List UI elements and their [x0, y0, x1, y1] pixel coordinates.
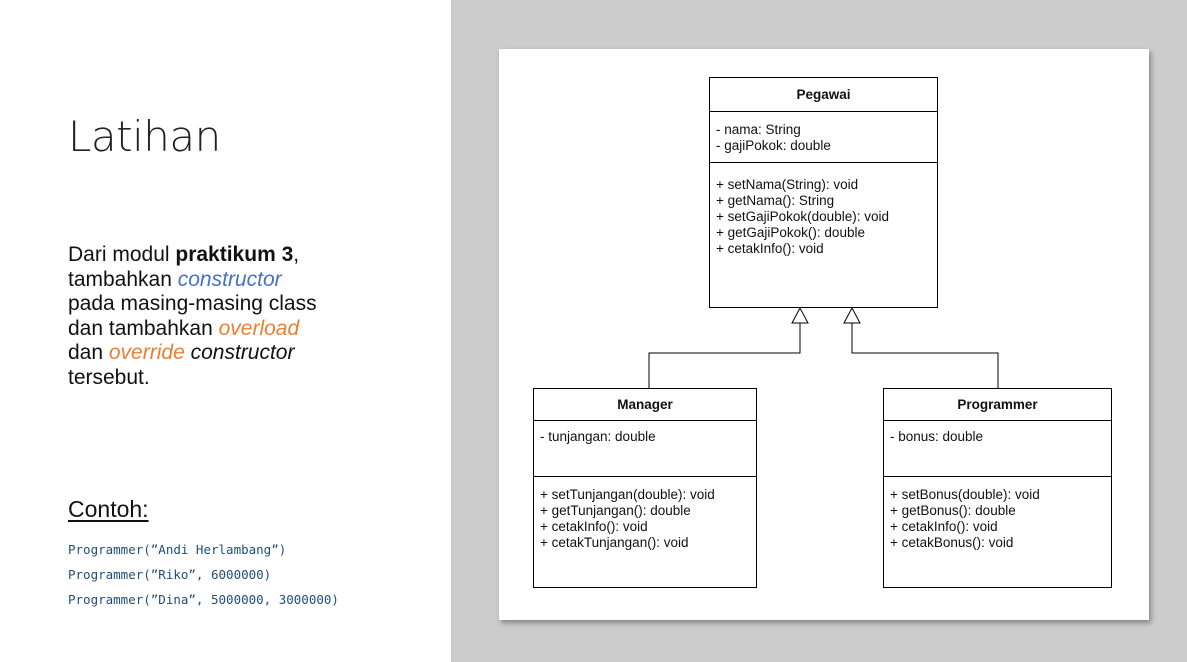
operation: + getTunjangan(): double	[540, 503, 691, 518]
class-attributes: - tunjangan: double	[534, 421, 756, 477]
example-heading: Contoh:	[68, 496, 149, 522]
operation: + setTunjangan(double): void	[540, 487, 715, 502]
class-name: Programmer	[884, 389, 1111, 421]
para-keyword-overload: overload	[218, 316, 300, 340]
attribute: - gajiPokok: double	[716, 138, 831, 153]
operation: + cetakInfo(): void	[716, 241, 824, 256]
operation: + getGajiPokok(): double	[716, 225, 865, 240]
para-text: dan tambahkan	[68, 316, 219, 340]
para-text: tersebut.	[68, 365, 150, 389]
para-keyword-constructor-2: constructor	[184, 341, 295, 364]
operation: + setGajiPokok(double): void	[716, 209, 889, 224]
para-bold-module: praktikum 3	[175, 243, 294, 266]
class-operations: + setNama(String): void + getNama(): Str…	[710, 163, 937, 260]
attribute: - tunjangan: double	[540, 429, 656, 444]
programmer-inherit-line	[851, 323, 999, 388]
class-name: Pegawai	[710, 78, 937, 112]
operation: + cetakInfo(): void	[890, 519, 998, 534]
attribute: - nama: String	[716, 122, 801, 137]
slide-title: Latihan	[68, 112, 221, 161]
operation: + cetakTunjangan(): void	[540, 535, 689, 550]
manager-inherit-line	[648, 323, 801, 388]
para-text: pada masing-masing class	[68, 292, 317, 315]
operation: + setNama(String): void	[716, 177, 859, 192]
example-line: Programmer(”Dina”, 5000000, 3000000)	[68, 592, 339, 607]
uml-class-diagram: Pegawai - nama: String - gajiPokok: doub…	[499, 49, 1149, 620]
para-text: ,	[293, 243, 300, 266]
example-line: Programmer(”Riko”, 6000000)	[68, 567, 272, 582]
para-keyword-constructor: constructor	[177, 267, 282, 291]
operation: + setBonus(double): void	[890, 487, 1040, 502]
inheritance-connectors	[648, 306, 999, 388]
manager-inherit-arrow	[791, 306, 809, 324]
class-programmer[interactable]: Programmer - bonus: double + setBonus(do…	[883, 388, 1112, 588]
para-text: Dari modul	[68, 243, 176, 266]
slide-text-panel: Latihan Dari modul praktikum 3, tambahka…	[0, 0, 451, 662]
operation: + cetakBonus(): void	[890, 535, 1014, 550]
para-text: tambahkan	[68, 267, 178, 291]
example-code-block: Programmer(”Andi Herlambang”) Programmer(…	[68, 537, 339, 612]
class-pegawai[interactable]: Pegawai - nama: String - gajiPokok: doub…	[709, 77, 938, 308]
operation: + cetakInfo(): void	[540, 519, 648, 534]
para-keyword-override: override	[108, 341, 185, 364]
class-operations: + setTunjangan(double): void + getTunjan…	[534, 477, 756, 554]
attribute: - bonus: double	[890, 429, 984, 444]
instruction-paragraph: Dari modul praktikum 3, tambahkan constr…	[68, 243, 408, 390]
class-name: Manager	[534, 389, 756, 421]
example-line: Programmer(”Andi Herlambang”)	[68, 542, 287, 557]
class-attributes: - bonus: double	[884, 421, 1111, 477]
operation: + getNama(): String	[716, 193, 835, 208]
programmer-inherit-arrow	[843, 306, 861, 324]
para-text: dan	[68, 341, 109, 364]
class-attributes: - nama: String - gajiPokok: double	[710, 112, 937, 163]
class-manager[interactable]: Manager - tunjangan: double + setTunjang…	[533, 388, 757, 588]
class-operations: + setBonus(double): void + getBonus(): d…	[884, 477, 1111, 554]
operation: + getBonus(): double	[890, 503, 1016, 518]
